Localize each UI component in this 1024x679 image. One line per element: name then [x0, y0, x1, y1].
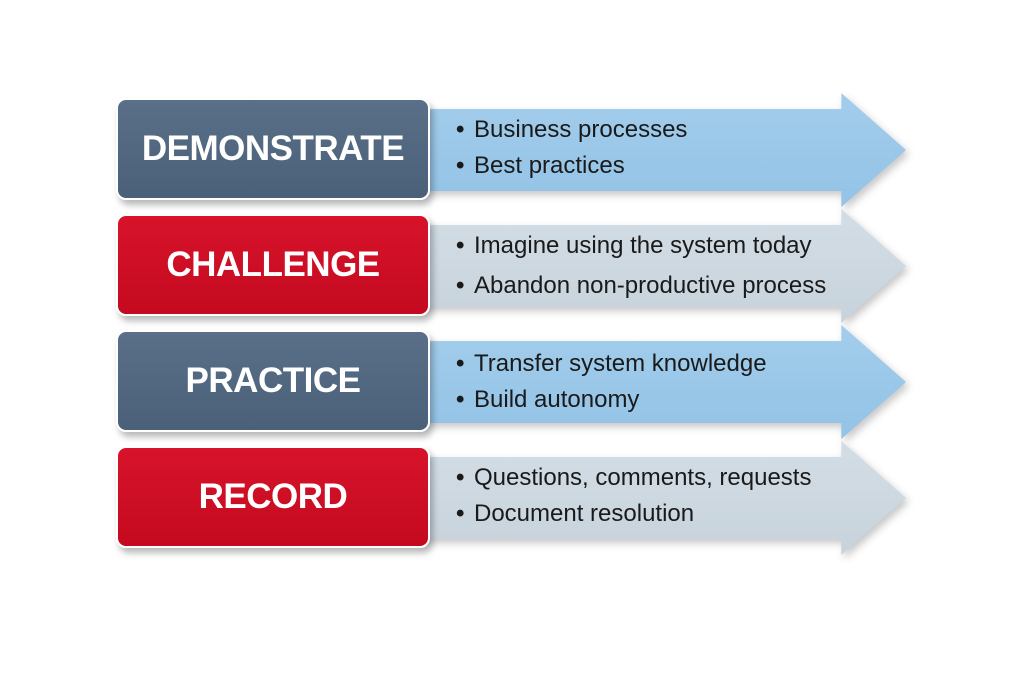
- bullet-dot: •: [456, 272, 465, 299]
- bullet-dot: •: [456, 350, 465, 377]
- bullet-dot: •: [456, 232, 465, 259]
- bullet-dot: •: [456, 464, 465, 491]
- bullet-dot: •: [456, 152, 465, 179]
- bullet-dot: •: [456, 386, 465, 413]
- step-bullet-list: • Questions, comments, requests • Document…: [456, 460, 811, 532]
- step-bullet-list: • Imagine using the system today • Abandon…: [456, 226, 826, 306]
- bullet-text: Best practices: [474, 152, 625, 179]
- bullet-item: • Document resolution: [456, 496, 811, 532]
- step-demonstrate: DEMONSTRATE • Business processes • Best pr…: [116, 93, 906, 207]
- bullet-text: Build autonomy: [474, 386, 640, 413]
- bullet-text: Transfer system knowledge: [474, 350, 767, 377]
- bullet-dot: •: [456, 500, 465, 527]
- bullet-item: • Imagine using the system today: [456, 226, 826, 266]
- step-record: RECORD • Questions, comments, requests • D…: [116, 441, 906, 555]
- bullet-item: • Transfer system knowledge: [456, 346, 767, 382]
- step-practice: PRACTICE • Transfer system knowledge • Bui…: [116, 325, 906, 439]
- step-label: PRACTICE: [116, 330, 430, 432]
- step-arrow: [416, 325, 906, 439]
- bullet-item: • Build autonomy: [456, 382, 767, 418]
- bullet-item: • Abandon non-productive process: [456, 266, 826, 306]
- bullet-text: Business processes: [474, 116, 688, 143]
- bullet-text: Imagine using the system today: [474, 232, 812, 259]
- bullet-dot: •: [456, 116, 465, 143]
- step-arrow: [416, 93, 906, 207]
- step-label: DEMONSTRATE: [116, 98, 430, 200]
- step-arrow: [416, 209, 906, 323]
- bullet-text: Document resolution: [474, 500, 695, 527]
- step-challenge: CHALLENGE • Imagine using the system toda…: [116, 209, 906, 323]
- step-label: RECORD: [116, 446, 430, 548]
- step-label: CHALLENGE: [116, 214, 430, 316]
- bullet-text: Abandon non-productive process: [474, 272, 827, 299]
- step-bullet-list: • Transfer system knowledge • Build autono…: [456, 346, 767, 418]
- bullet-item: • Questions, comments, requests: [456, 460, 811, 496]
- bullet-item: • Best practices: [456, 148, 687, 184]
- step-arrow: [416, 441, 906, 555]
- step-bullet-list: • Business processes • Best practices: [456, 112, 687, 184]
- bullet-item: • Business processes: [456, 112, 687, 148]
- bullet-text: Questions, comments, requests: [474, 464, 812, 491]
